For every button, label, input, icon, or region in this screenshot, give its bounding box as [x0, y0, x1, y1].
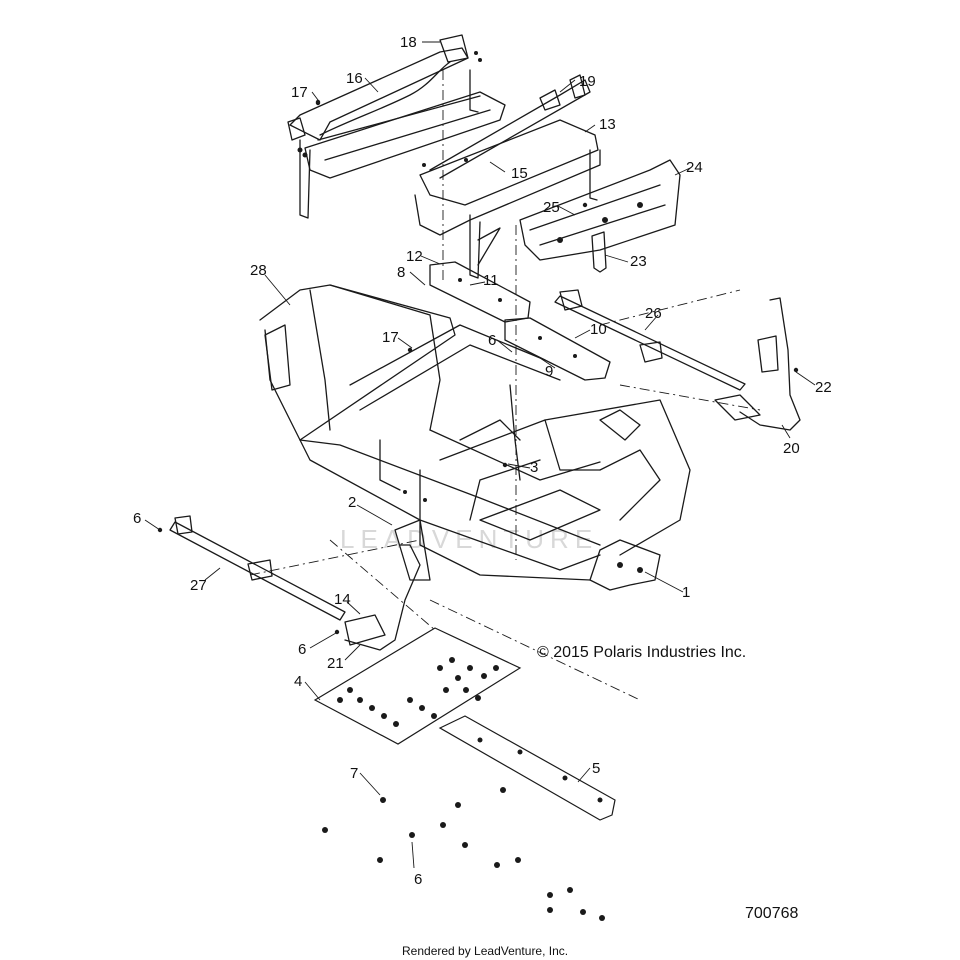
- skid-plate-5: [438, 715, 616, 821]
- callout-18: 18: [400, 34, 417, 51]
- copyright-notice: © 2015 Polaris Industries Inc.: [537, 644, 746, 661]
- callout-27: 27: [190, 577, 207, 594]
- callout-14: 14: [334, 591, 351, 608]
- callout-15: 15: [511, 165, 528, 182]
- callout-6-left: 6: [133, 510, 141, 527]
- callout-labels: 18 16 17 19 13 15 24 25 12 8 11 23 28 17…: [133, 34, 832, 888]
- bracket-2: [394, 519, 431, 581]
- watermark-text: LEADVENTURE: [340, 524, 598, 554]
- skid-plate-4: [313, 627, 522, 745]
- callout-23: 23: [630, 253, 647, 270]
- callout-6-mid: 6: [488, 332, 496, 349]
- callout-9: 9: [545, 363, 553, 380]
- leader-lines: [144, 41, 816, 869]
- callout-21: 21: [327, 655, 344, 672]
- callout-8: 8: [397, 264, 405, 281]
- callout-3: 3: [530, 459, 538, 476]
- side-rail-left: [344, 544, 421, 651]
- callout-12: 12: [406, 248, 423, 265]
- fasteners: [157, 99, 799, 921]
- seat-frame-rear: [414, 74, 601, 279]
- bar-27: [169, 515, 346, 621]
- callout-7: 7: [350, 765, 358, 782]
- rendered-by-credit: Rendered by LeadVenture, Inc.: [402, 944, 568, 958]
- callout-17-mid: 17: [382, 329, 399, 346]
- callout-26: 26: [645, 305, 662, 322]
- callout-13: 13: [599, 116, 616, 133]
- callout-5: 5: [592, 760, 600, 777]
- bar-26: [554, 289, 746, 391]
- callout-11: 11: [483, 272, 499, 289]
- cross-members: [429, 261, 611, 381]
- alignment-lines: [249, 70, 761, 701]
- callout-24: 24: [686, 159, 703, 176]
- callout-20: 20: [783, 440, 800, 457]
- callout-28: 28: [250, 262, 267, 279]
- callout-2: 2: [348, 494, 356, 511]
- callout-19: 19: [579, 73, 596, 90]
- callout-16: 16: [346, 70, 363, 87]
- diagram-number: 700768: [745, 905, 798, 922]
- side-rail-right: [714, 297, 801, 431]
- seat-base-panel: [519, 159, 681, 261]
- main-chassis-frame: [259, 284, 691, 591]
- callout-6-bottom: 6: [414, 871, 422, 888]
- callout-17-top: 17: [291, 84, 308, 101]
- callout-4: 4: [294, 673, 302, 690]
- callout-25: 25: [543, 199, 560, 216]
- callout-10: 10: [590, 321, 607, 338]
- callout-22: 22: [815, 379, 832, 396]
- callout-6-lower: 6: [298, 641, 306, 658]
- bracket-23: [591, 231, 607, 273]
- seat-frame-front: [287, 34, 506, 219]
- callout-1: 1: [682, 584, 690, 601]
